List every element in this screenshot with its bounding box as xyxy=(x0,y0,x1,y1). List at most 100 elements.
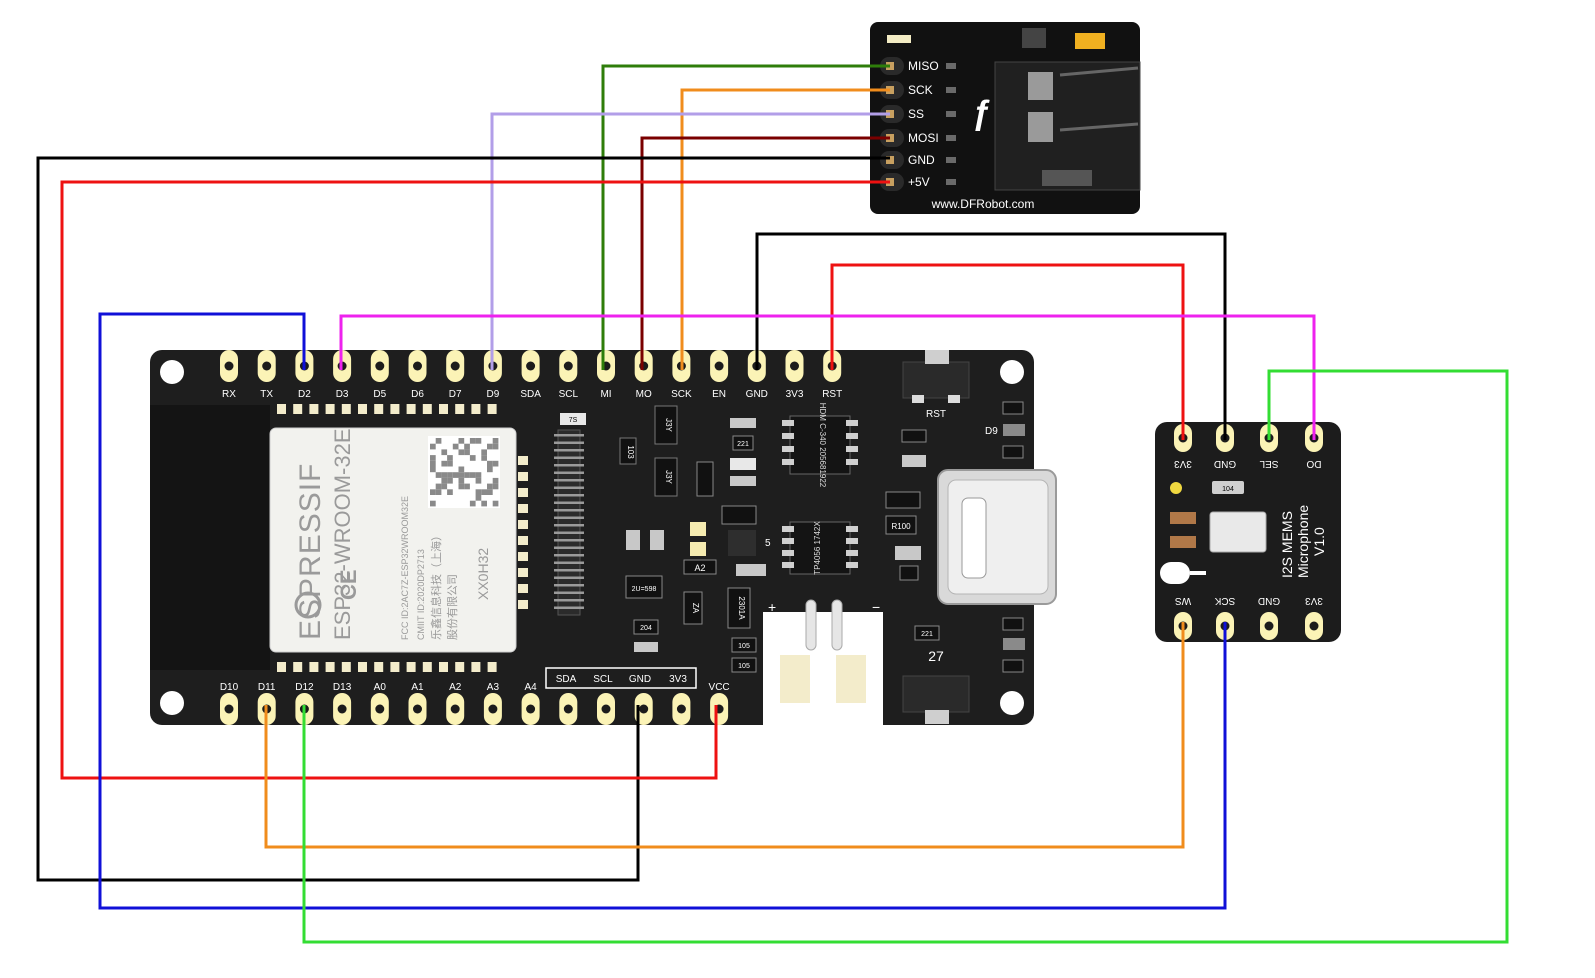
pin-label-top: D6 xyxy=(411,389,424,400)
module-pad xyxy=(406,404,416,414)
qr-cell xyxy=(487,466,493,473)
espressif-brand: ESPRESSIF xyxy=(294,463,327,640)
qr-cell xyxy=(441,460,448,467)
module-pad xyxy=(422,662,432,672)
qr-cell xyxy=(430,443,436,450)
sd-pin-label: SCK xyxy=(908,83,933,97)
fpc-pin xyxy=(554,486,584,489)
mems-mic-element xyxy=(1209,511,1267,553)
fpc-pin xyxy=(554,464,584,467)
part-2u598-label: 2U=598 xyxy=(632,586,657,593)
part-za-label: ZA xyxy=(691,603,700,614)
pin-hole xyxy=(639,704,649,714)
fpc-pin xyxy=(554,509,584,512)
header-label-scl: SCL xyxy=(593,674,613,685)
part-5-label: 5 xyxy=(765,538,771,549)
sd-pin-label: GND xyxy=(908,153,935,167)
module-pad xyxy=(309,662,319,672)
module-fcc: FCC ID:2AC7Z-ESP32WROOM32E xyxy=(400,496,410,640)
qr-cell xyxy=(492,443,499,450)
pin-label-top: MO xyxy=(636,389,652,400)
qr-cell xyxy=(447,477,453,484)
module-pad xyxy=(487,404,497,414)
module-maker2: 股份有限公司 xyxy=(445,574,459,640)
module-pad xyxy=(518,552,528,561)
boot-button[interactable] xyxy=(902,675,970,724)
qr-cell xyxy=(447,455,453,461)
sd-smd-pad xyxy=(946,135,956,141)
antenna-area xyxy=(150,405,270,670)
pin-label-bottom: A0 xyxy=(374,682,387,693)
module-pad xyxy=(422,404,432,414)
sd-smd-pad xyxy=(946,87,956,93)
qr-cell xyxy=(458,472,465,478)
module-pad xyxy=(374,662,384,672)
module-pad xyxy=(455,662,465,672)
microphone-icon xyxy=(1160,562,1206,584)
wire-mosi xyxy=(640,136,890,370)
module-pad xyxy=(518,600,528,609)
qr-cell xyxy=(475,438,482,444)
qr-cell xyxy=(441,477,448,484)
qr-cell xyxy=(487,460,493,467)
part-j3y-label-1: J3Y xyxy=(664,418,673,432)
wires xyxy=(36,64,1509,944)
wire-gnd-sd xyxy=(36,156,890,882)
ic-leg xyxy=(782,562,794,568)
module-model: ESP32-WROOM-32E xyxy=(330,429,355,641)
qr-cell xyxy=(464,443,470,450)
pin-label-top: RX xyxy=(222,389,236,400)
module-pad xyxy=(341,662,351,672)
sd-smd-pad xyxy=(946,63,956,69)
sd-led xyxy=(887,35,911,43)
sd-pin-label: SS xyxy=(908,107,924,121)
fpc-pin xyxy=(554,569,584,572)
pin-label-top: D2 xyxy=(298,389,311,400)
pin-label-top: RST xyxy=(822,389,842,400)
part-105-label-2: 105 xyxy=(738,663,750,670)
qr-cell xyxy=(464,472,470,478)
pin-label-bottom: A1 xyxy=(411,682,424,693)
wire-ss xyxy=(490,112,890,370)
pin-label-top: 3V3 xyxy=(786,389,804,400)
module-pad xyxy=(471,404,481,414)
qr-cell xyxy=(492,477,499,484)
module-pad xyxy=(518,456,528,465)
mount-hole-br xyxy=(1000,691,1024,715)
pin-hole xyxy=(375,361,385,371)
mount-hole-tr xyxy=(1000,360,1024,384)
pin-hole xyxy=(450,704,460,714)
module-pad xyxy=(358,662,367,672)
pin-hole xyxy=(413,704,422,714)
mic-chip-104 xyxy=(1212,481,1244,494)
part-204-label: 204 xyxy=(640,625,652,632)
ic-leg xyxy=(846,562,858,568)
sd-smd-pad xyxy=(946,157,956,163)
mount-hole-bl xyxy=(160,691,184,715)
pin-label-top: SDA xyxy=(520,389,541,400)
module-pad xyxy=(325,404,335,414)
module-pad xyxy=(293,662,303,672)
fpc-pin xyxy=(554,591,584,594)
mic-pin-label-bottom: GND xyxy=(1258,595,1280,606)
fpc-pin xyxy=(554,494,584,497)
qr-cell xyxy=(475,472,482,478)
fpc-pin xyxy=(554,441,584,444)
module-pad xyxy=(406,662,416,672)
pin-label-top: D9 xyxy=(487,389,500,400)
qr-cell xyxy=(430,460,436,467)
mic-title-3: V1.0 xyxy=(1311,527,1327,556)
fpc-pin xyxy=(554,471,584,474)
ce-mark-icon: CE xyxy=(336,569,361,600)
part-103-label: 103 xyxy=(626,445,635,459)
rst-button[interactable]: RST xyxy=(902,350,970,420)
wire-mic-ws xyxy=(264,622,1185,849)
fpc-pin xyxy=(554,584,584,587)
ic-leg xyxy=(782,446,794,452)
number-27-label: 27 xyxy=(928,648,944,664)
wire-mic-gnd xyxy=(755,232,1227,440)
fpc-pin xyxy=(554,546,584,549)
header-label-3v3: 3V3 xyxy=(669,674,687,685)
